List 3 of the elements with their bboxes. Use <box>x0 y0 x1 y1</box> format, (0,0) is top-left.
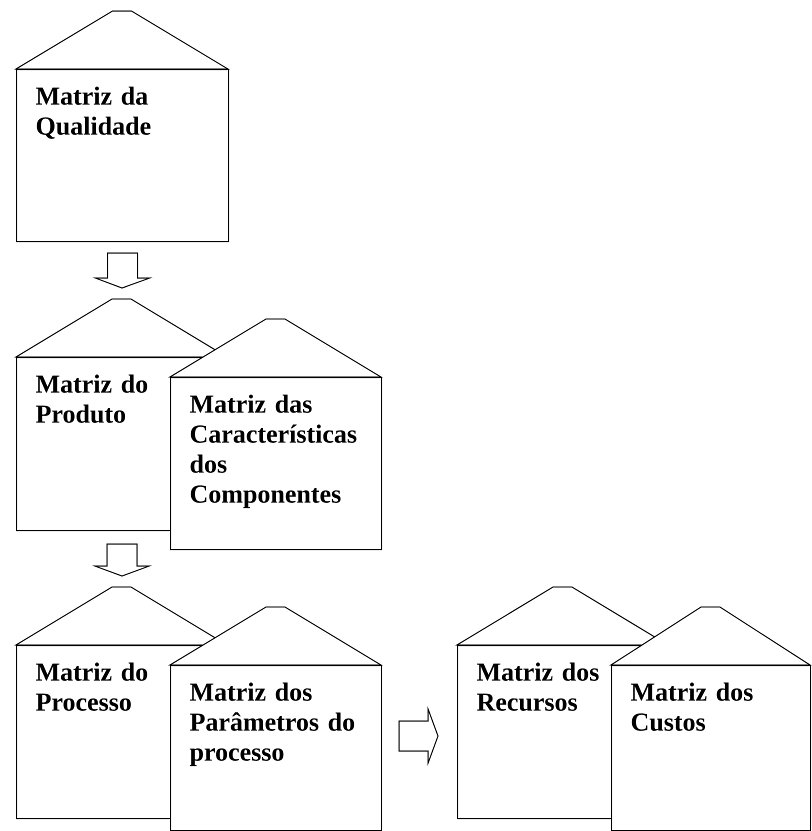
block-arrow <box>92 252 153 289</box>
block-arrow <box>398 706 439 766</box>
block-arrow <box>92 544 152 577</box>
